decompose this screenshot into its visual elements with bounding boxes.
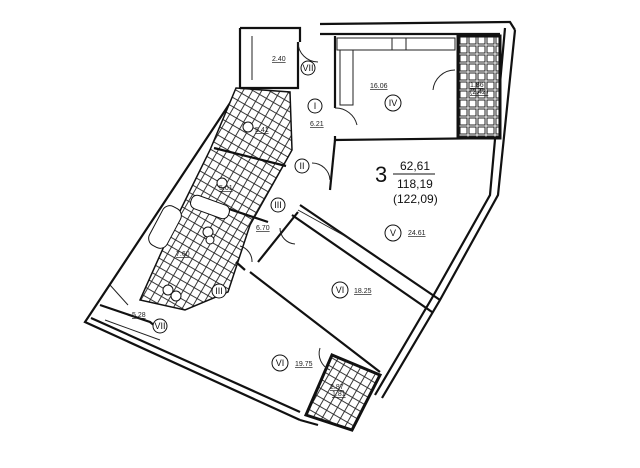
svg-text:VII: VII (302, 63, 313, 73)
balcony-bottom (303, 353, 383, 432)
svg-text:III: III (274, 200, 282, 210)
room-label-vii-top: 2.40 VII (272, 56, 316, 76)
room-label-iii-a: 5.01 III (219, 185, 286, 213)
svg-text:II: II (299, 161, 304, 171)
door-swings (239, 41, 456, 371)
svg-text:1.86: 1.86 (470, 82, 484, 89)
kitchen-cabinet (339, 49, 354, 106)
svg-text:19.75: 19.75 (295, 361, 313, 368)
room-label-iii-b: 7.60 III (176, 251, 227, 299)
svg-text:18.25: 18.25 (354, 288, 372, 295)
svg-text:6.21: 6.21 (310, 121, 324, 128)
svg-text:118,19: 118,19 (397, 177, 433, 191)
svg-text:2.87: 2.87 (330, 384, 344, 391)
svg-text:V: V (390, 228, 396, 238)
room-label-vi-b: VI 19.75 (271, 354, 313, 372)
svg-text:24.61: 24.61 (408, 230, 426, 237)
svg-text:5.01: 5.01 (219, 185, 233, 192)
svg-text:62,61: 62,61 (400, 159, 430, 173)
room-label-v: V 24.61 (384, 224, 426, 242)
room-label-vii-bottom: 5.28 VII (132, 312, 168, 334)
room-label-vi-a: VI 18.25 (331, 281, 372, 299)
svg-text:2.40: 2.40 (272, 56, 286, 63)
bathrooms-tiled (138, 87, 293, 311)
svg-text:VI: VI (336, 285, 345, 295)
room-label-i: I 6.21 (307, 98, 324, 128)
svg-text:I: I (314, 101, 317, 111)
svg-text:7.60: 7.60 (176, 251, 190, 258)
room-label-iv: 16.06 IV (370, 83, 402, 112)
toilet-icon (162, 121, 254, 302)
wardrobe-hatching (104, 36, 353, 341)
apartment-summary: 3 62,61 118,19 (122,09) (375, 159, 438, 206)
svg-text:16.06: 16.06 (370, 83, 388, 90)
bathtub-icon (190, 194, 230, 220)
svg-text:1.81: 1.81 (332, 391, 346, 398)
balcony-label-top: 1.86 (2.42) (470, 82, 488, 96)
room-label-ii: 5.41 II (255, 127, 310, 174)
svg-text:III: III (215, 286, 223, 296)
svg-text:5.28: 5.28 (132, 312, 146, 319)
svg-text:VII: VII (154, 321, 165, 331)
svg-text:3: 3 (375, 162, 387, 187)
kitchen-counter (336, 37, 456, 51)
svg-text:5.41: 5.41 (255, 127, 269, 134)
svg-text:6.70: 6.70 (256, 225, 270, 232)
svg-text:IV: IV (389, 98, 398, 108)
bathtub-icon (148, 205, 182, 249)
stove-icon (391, 37, 407, 51)
room-label-iii-hall: 6.70 (256, 225, 270, 232)
svg-text:(122,09): (122,09) (393, 192, 438, 206)
interior-walls (99, 32, 501, 373)
balcony-label-bottom: 2.87 1.81 (330, 384, 346, 398)
svg-text:(2.42): (2.42) (470, 89, 488, 96)
svg-text:VI: VI (276, 358, 285, 368)
